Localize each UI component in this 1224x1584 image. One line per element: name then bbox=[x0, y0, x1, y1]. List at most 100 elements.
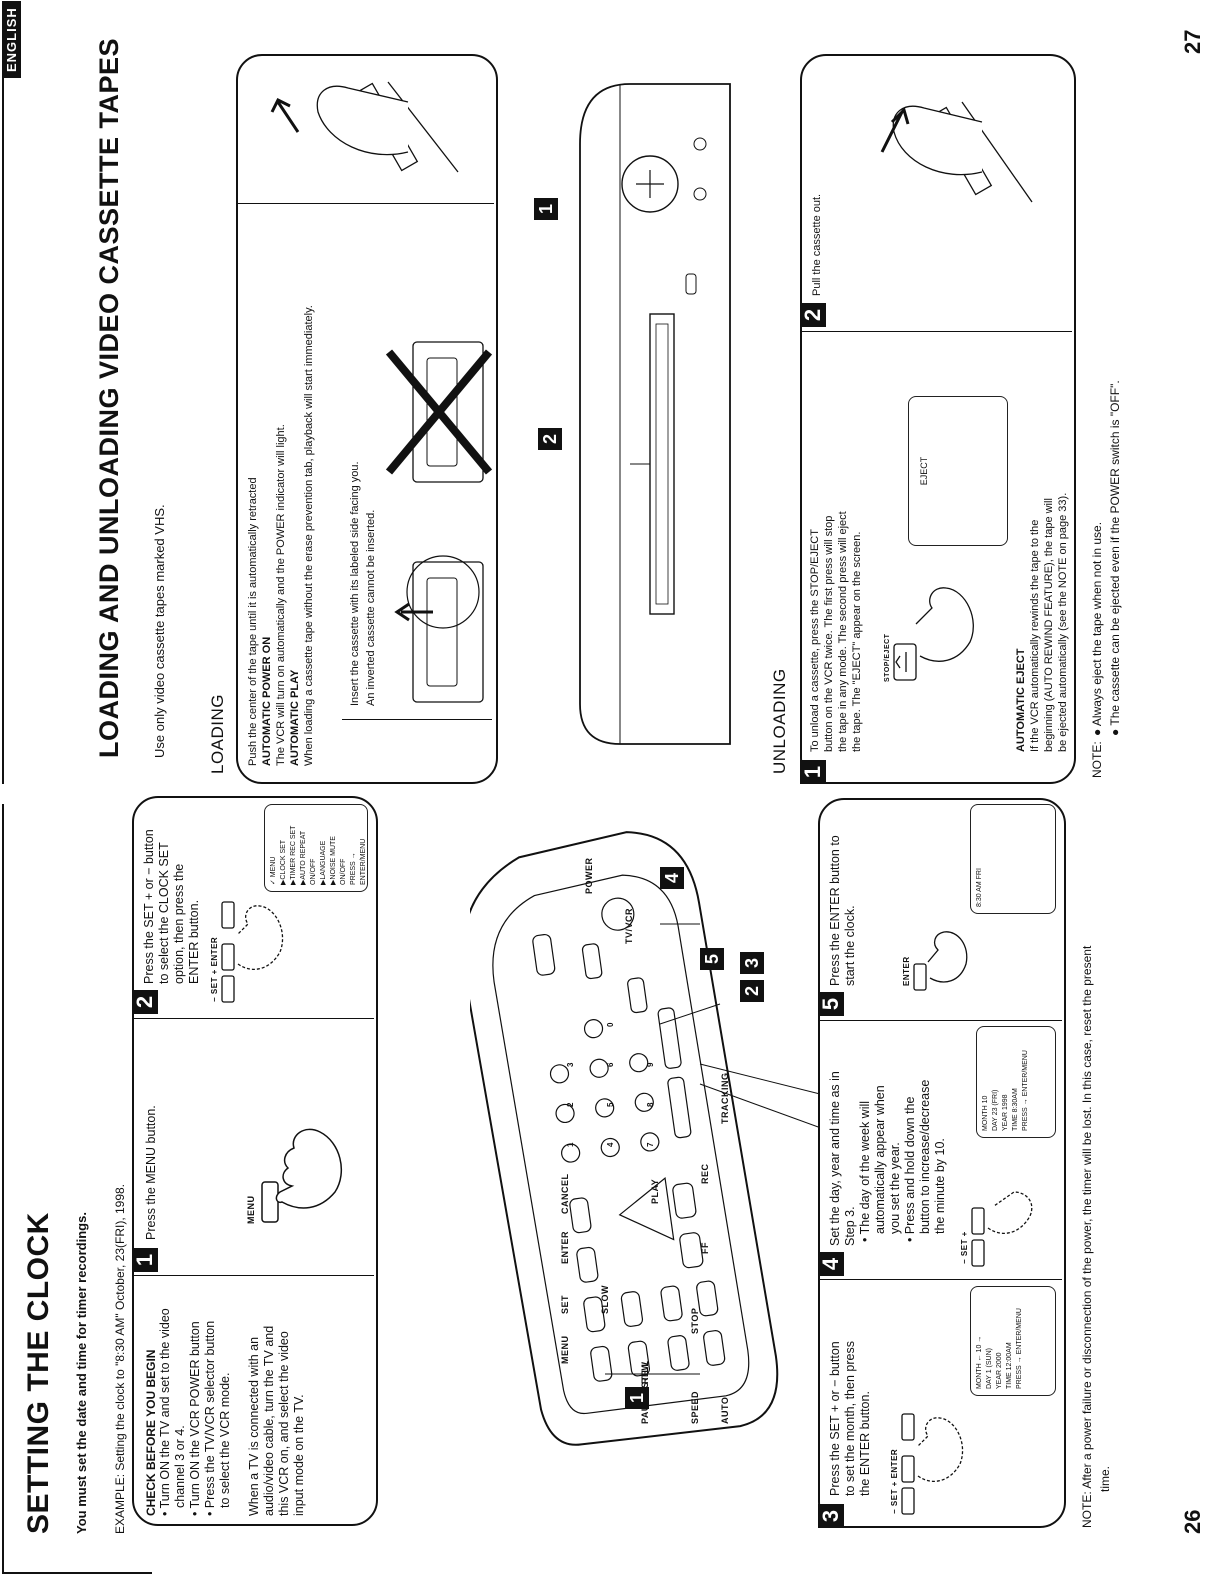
top-rule-right bbox=[2, 4, 4, 784]
remote-callout-1: 1 bbox=[625, 1387, 649, 1409]
page-number-26: 26 bbox=[1180, 1509, 1205, 1534]
step-5-number: 5 bbox=[818, 992, 844, 1016]
unload-note-1: ● Always eject the tape when not in use. bbox=[1090, 521, 1104, 736]
step-4-l5: you set the year. bbox=[888, 1142, 902, 1234]
step-3-l2: to set the month, then press bbox=[843, 1341, 857, 1496]
vcr-callout-2: 2 bbox=[538, 428, 562, 450]
screen3-row: PRESS → ENTER/MENU bbox=[1016, 1308, 1023, 1389]
step-4-l8: the minute by 10. bbox=[933, 1138, 947, 1234]
screen3-row: YEAR 2000 bbox=[996, 1352, 1003, 1389]
loading-heading: LOADING bbox=[208, 693, 227, 774]
caption-divider bbox=[342, 719, 492, 720]
screen4-row: TIME 8:30AM bbox=[1012, 1088, 1019, 1131]
loading-caption-2: An inverted cassette cannot be inserted. bbox=[365, 509, 377, 706]
step-5-l1: Press the ENTER button to bbox=[828, 835, 842, 986]
step-4-l1: Set the day, year and time as in bbox=[828, 1071, 842, 1246]
step-4-l4: automatically appear when bbox=[873, 1085, 887, 1234]
screen3-row: DAY 1 (SUN) bbox=[986, 1348, 993, 1389]
unloading-heading: UNLOADING bbox=[770, 668, 789, 774]
loading-l1: Push the center of the tape until it is … bbox=[247, 477, 259, 766]
remote-control-illustration bbox=[470, 831, 779, 1446]
hand-press-set-icon bbox=[971, 1191, 1033, 1267]
step-4-l3: • The day of the week will bbox=[858, 1100, 872, 1242]
loading-text: Push the center of the tape until it is … bbox=[246, 206, 316, 766]
step-3-screen: MONTH ← 10 → DAY 1 (SUN) YEAR 2000 TIME … bbox=[970, 1286, 1056, 1396]
auto-eject-l2: beginning (AUTO REWIND FEATURE), the tap… bbox=[1043, 498, 1055, 752]
divider-3 bbox=[820, 1279, 1062, 1280]
divider-4 bbox=[820, 1020, 1062, 1021]
loading-l2: The VCR will turn on automatically and t… bbox=[275, 424, 287, 766]
unload-step-2-number: 2 bbox=[800, 303, 826, 327]
unload-l3: the tape in any mode. The second press w… bbox=[837, 511, 849, 752]
loading-box: Push the center of the tape until it is … bbox=[236, 54, 498, 784]
hand-press-menu-icon bbox=[261, 1128, 343, 1223]
clock-note-line1: NOTE: After a power failure or disconnec… bbox=[1080, 945, 1094, 1528]
hand-push-cassette-icon bbox=[270, 81, 459, 173]
screen3-row: TIME 12:00AM bbox=[1006, 1342, 1013, 1389]
vcr-callout-1: 1 bbox=[534, 198, 558, 220]
screen4-row: DAY 23 (FRI) bbox=[992, 1089, 999, 1131]
step-3-number: 3 bbox=[818, 1504, 844, 1528]
screen3-row: MONTH ← 10 → bbox=[976, 1335, 983, 1389]
loading-h2: AUTOMATIC PLAY bbox=[289, 669, 301, 766]
step-4-text: Set the day, year and time as in Step 3.… bbox=[828, 1024, 948, 1246]
english-tab: ENGLISH bbox=[2, 1, 21, 78]
step-4-l2: Step 3. bbox=[843, 1206, 857, 1246]
screen4-row: MONTH 10 bbox=[982, 1095, 989, 1131]
step-5-key: ENTER bbox=[902, 956, 911, 986]
screen5-row: 8:30 AM FRI bbox=[976, 868, 983, 907]
unload-l1: To unload a cassette, press the STOP/EJE… bbox=[809, 529, 821, 752]
step-4-number: 4 bbox=[818, 1252, 844, 1276]
clock-bottom-box: 3 Press the SET + or − button to set the… bbox=[818, 798, 1066, 1528]
unload-l2: button on the VCR twice. The first press… bbox=[823, 515, 835, 752]
hand-pull-cassette-icon bbox=[880, 101, 1033, 203]
clock-top-box: CHECK BEFORE YOU BEGIN • Turn ON the TV … bbox=[132, 796, 378, 1526]
unload-step-2-text: Pull the cassette out. bbox=[811, 193, 823, 296]
hand-press-set-icon bbox=[901, 1413, 964, 1515]
unload-divider bbox=[802, 331, 1072, 332]
step-5-l2: start the clock. bbox=[843, 905, 857, 986]
auto-eject-heading: AUTOMATIC EJECT bbox=[1015, 648, 1027, 753]
remote-callout-4: 4 bbox=[660, 867, 684, 889]
unload-step-1-text: To unload a cassette, press the STOP/EJE… bbox=[808, 372, 864, 752]
cassette-insert-illustration bbox=[385, 341, 493, 703]
eject-screen-text: EJECT bbox=[919, 456, 929, 486]
step-5-text: Press the ENTER button to start the cloc… bbox=[828, 804, 858, 986]
step-4-l6: • Press and hold down the bbox=[903, 1096, 917, 1242]
hand-press-enter-icon bbox=[913, 931, 968, 991]
screen4-row: PRESS → ENTER/MENU bbox=[1022, 1050, 1029, 1131]
step-3-keys: − SET + ENTER bbox=[890, 1448, 899, 1514]
unloading-box: 1 To unload a cassette, press the STOP/E… bbox=[800, 54, 1076, 784]
remote-callout-2: 2 bbox=[740, 980, 764, 1002]
step-3-l3: the ENTER button. bbox=[858, 1391, 872, 1496]
eject-screen: EJECT bbox=[908, 396, 1008, 546]
step-4-screen: MONTH 10 DAY 23 (FRI) YEAR 1998 TIME 8:3… bbox=[976, 1026, 1056, 1138]
loading-divider bbox=[238, 203, 494, 204]
auto-eject-text: AUTOMATIC EJECT If the VCR automatically… bbox=[1014, 332, 1070, 752]
step-4-keys: − SET + bbox=[960, 1231, 969, 1264]
page-title-loading: LOADING AND UNLOADING VIDEO CASSETTE TAP… bbox=[94, 37, 124, 758]
loading-caption-1: Insert the cassette with its labeled sid… bbox=[349, 461, 361, 706]
hand-press-set-icon bbox=[221, 901, 284, 1003]
auto-eject-l1: If the VCR automatically rewinds the tap… bbox=[1029, 519, 1041, 752]
unload-note-2: ● The cassette can be ejected even if th… bbox=[1108, 380, 1122, 736]
step-3-text: Press the SET + or − button to set the m… bbox=[828, 1284, 873, 1496]
unload-step-1-number: 1 bbox=[800, 760, 826, 784]
loading-intro: Use only video cassette tapes marked VHS… bbox=[152, 504, 167, 758]
stop-eject-label: STOP/EJECT bbox=[884, 633, 891, 682]
unload-l4: the tape. The "EJECT" appear on the scre… bbox=[851, 531, 863, 752]
loading-h1: AUTOMATIC POWER ON bbox=[261, 636, 273, 766]
unload-note-label: NOTE: bbox=[1090, 741, 1104, 778]
step-3-l1: Press the SET + or − button bbox=[828, 1341, 842, 1496]
loading-l3: When loading a cassette tape without the… bbox=[303, 305, 315, 766]
vcr-illustration bbox=[579, 83, 731, 745]
step-4-l7: button to increase/decrease bbox=[918, 1079, 932, 1234]
remote-callout-5: 5 bbox=[700, 948, 724, 970]
step-5-screen: 8:30 AM FRI bbox=[970, 804, 1056, 914]
clock-note-line2: time. bbox=[1098, 1465, 1112, 1492]
auto-eject-l3: be ejected automatically (see the NOTE o… bbox=[1057, 492, 1069, 752]
hand-press-stop-eject-icon bbox=[893, 587, 974, 681]
screen4-row: YEAR 1998 bbox=[1002, 1094, 1009, 1131]
